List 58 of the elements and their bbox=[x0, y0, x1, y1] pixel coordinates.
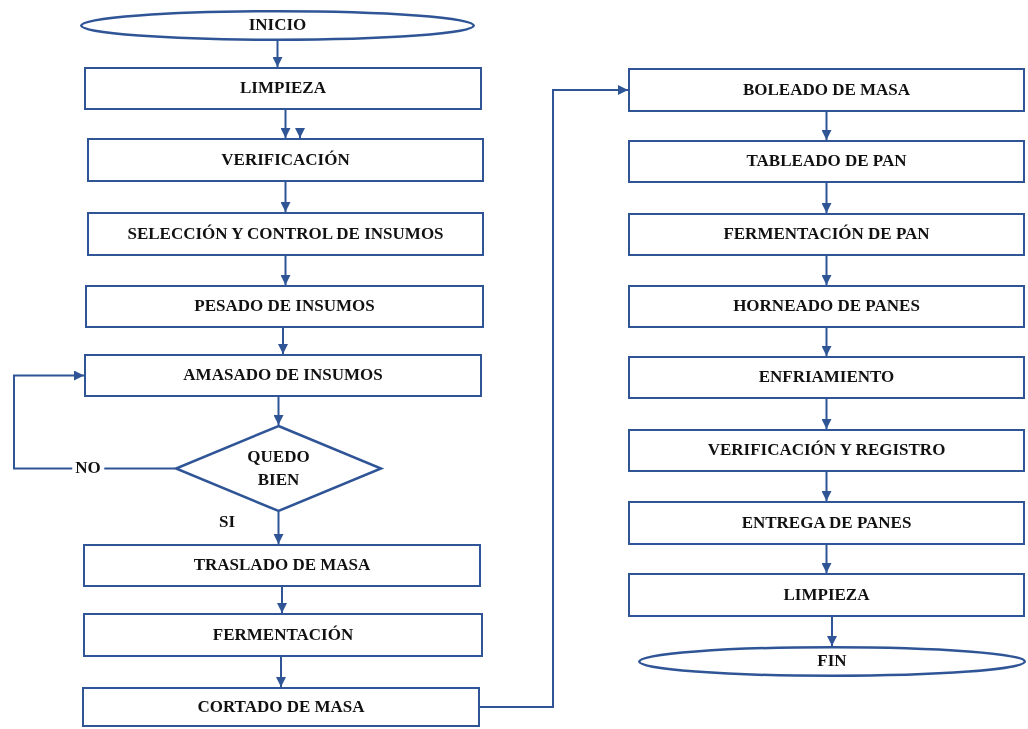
arrow bbox=[821, 398, 832, 430]
process-box bbox=[628, 501, 1025, 545]
step-label: FIN bbox=[817, 650, 847, 673]
arrow bbox=[278, 327, 288, 355]
terminal-oval bbox=[80, 10, 475, 41]
step-label: LIMPIEZA bbox=[240, 77, 326, 100]
process-box bbox=[628, 573, 1025, 617]
arrow bbox=[821, 111, 832, 141]
arrow bbox=[821, 544, 832, 574]
decision-diamond bbox=[175, 425, 382, 512]
arrow bbox=[821, 327, 832, 357]
process-box bbox=[84, 67, 482, 110]
step-label: PESADO DE INSUMOS bbox=[194, 295, 375, 318]
terminal-oval bbox=[638, 646, 1026, 677]
process-box bbox=[628, 285, 1025, 328]
arrow bbox=[280, 255, 291, 286]
process-box bbox=[628, 429, 1025, 472]
arrow bbox=[295, 127, 305, 139]
process-box bbox=[85, 285, 484, 328]
process-box bbox=[628, 213, 1025, 256]
arrow bbox=[280, 181, 291, 213]
process-box bbox=[82, 687, 480, 727]
step-label: HORNEADO DE PANES bbox=[733, 295, 920, 318]
process-box bbox=[83, 613, 483, 657]
arrow bbox=[821, 182, 832, 214]
arrow bbox=[273, 511, 284, 545]
step-label: VERIFICACIÓN Y REGISTRO bbox=[707, 439, 946, 462]
arrow bbox=[13, 370, 176, 470]
step-label: FERMENTACIÓN bbox=[212, 623, 354, 646]
process-box bbox=[84, 354, 482, 397]
step-label: CORTADO DE MASA bbox=[197, 695, 365, 718]
arrow bbox=[280, 109, 291, 139]
arrow bbox=[277, 586, 287, 614]
process-box bbox=[83, 544, 481, 587]
arrow bbox=[273, 396, 284, 426]
step-label: ENFRIAMIENTO bbox=[758, 366, 895, 389]
step-label: BOLEADO DE MASA bbox=[742, 78, 911, 101]
process-box bbox=[628, 356, 1025, 399]
process-box bbox=[628, 140, 1025, 183]
step-label: ENTREGA DE PANES bbox=[741, 511, 912, 534]
arrow bbox=[821, 471, 832, 502]
step-label: QUEDO BIEN bbox=[246, 446, 311, 491]
step-label: TRASLADO DE MASA bbox=[193, 554, 371, 577]
step-label: VERIFICACIÓN bbox=[221, 148, 350, 171]
process-box bbox=[87, 138, 484, 182]
step-label: AMASADO DE INSUMOS bbox=[183, 364, 383, 387]
arrow bbox=[827, 616, 837, 647]
step-label: LIMPIEZA bbox=[783, 583, 870, 606]
arrow bbox=[479, 85, 629, 708]
step-label: TABLEADO DE PAN bbox=[746, 150, 907, 173]
arrow bbox=[272, 40, 283, 68]
arrow bbox=[821, 255, 832, 286]
process-box bbox=[87, 212, 484, 256]
step-label: SELECCIÓN Y CONTROL DE INSUMOS bbox=[127, 222, 444, 245]
process-box bbox=[628, 68, 1025, 112]
arrow bbox=[276, 656, 286, 688]
step-label: INICIO bbox=[248, 14, 307, 37]
step-label: FERMENTACIÓN DE PAN bbox=[723, 223, 930, 246]
